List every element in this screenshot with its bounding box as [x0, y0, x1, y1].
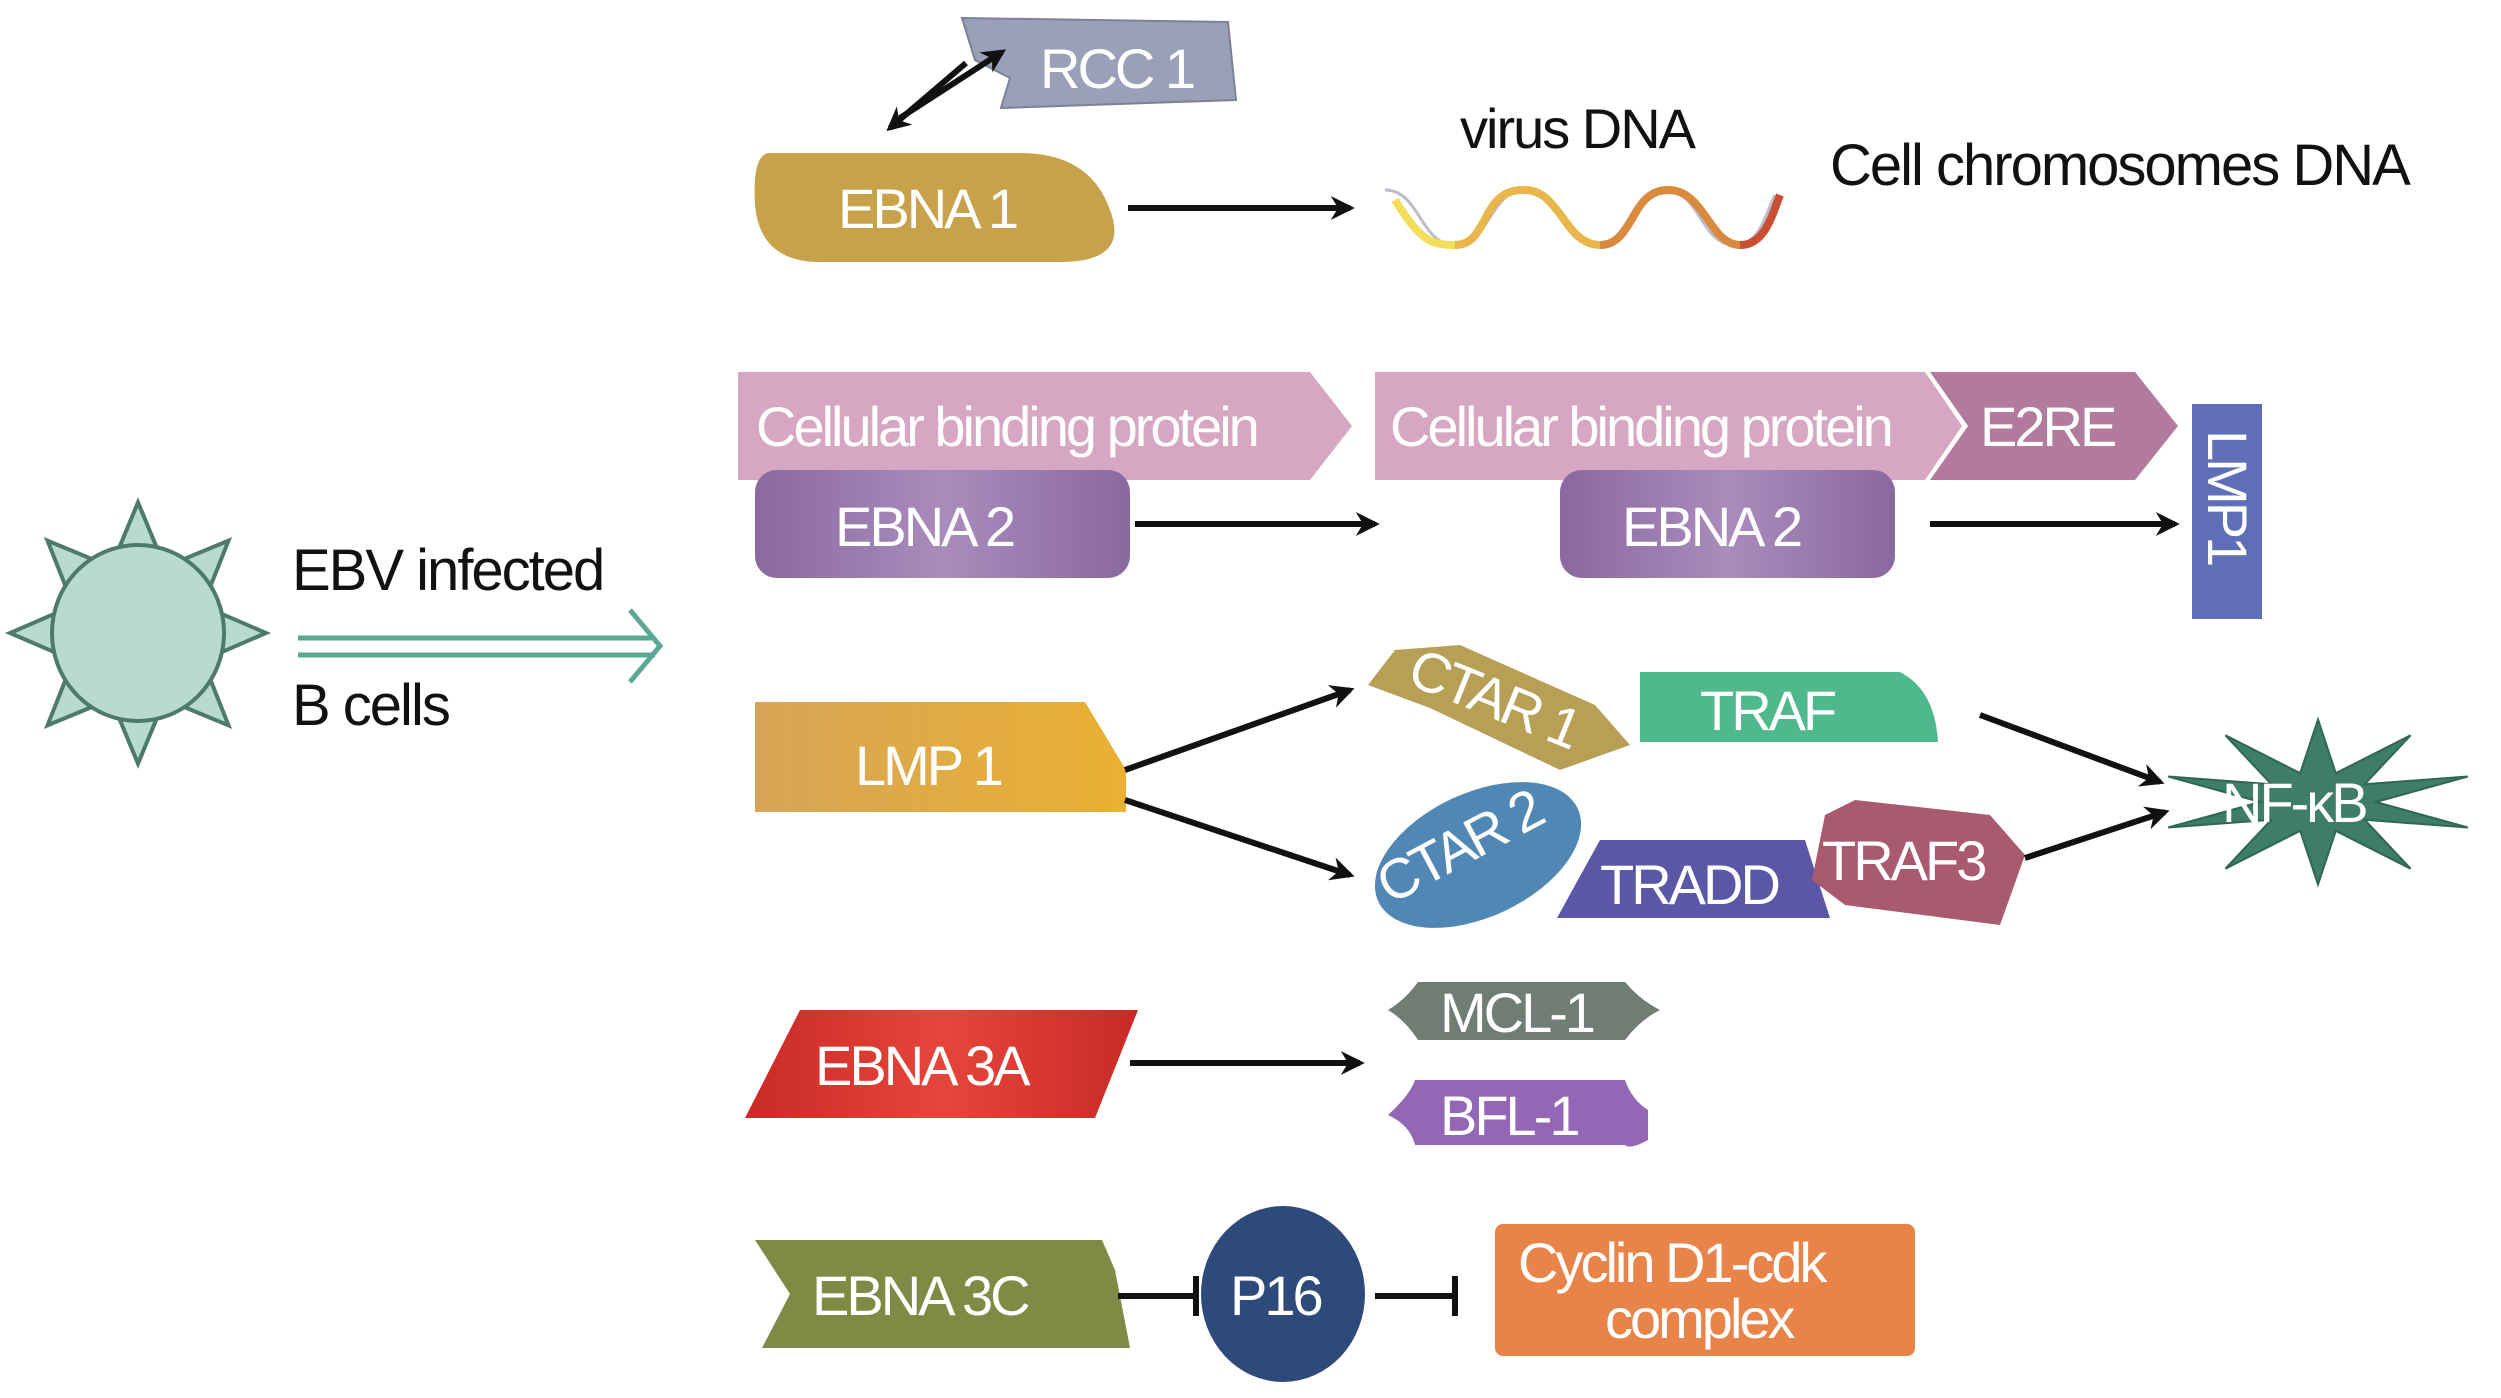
- e2re-node: E2RE: [1930, 372, 2178, 480]
- svg-text:Cellular binding protein: Cellular binding protein: [1390, 395, 1891, 458]
- svg-text:P16: P16: [1230, 1264, 1321, 1327]
- ctar2-node: CTAR 2: [1366, 776, 1582, 928]
- svg-text:EBNA 1: EBNA 1: [838, 177, 1017, 240]
- svg-text:Cellular binding protein: Cellular binding protein: [756, 395, 1257, 458]
- arrow-traf-to-nfkb: [1978, 712, 2165, 787]
- svg-text:complex: complex: [1605, 1287, 1796, 1350]
- lmp1-target-node: LMP1: [2192, 404, 2262, 619]
- arrow-traf3-to-nfkb: [2024, 806, 2170, 861]
- ebv-infected-label: EBV infected: [292, 538, 603, 603]
- svg-text:TRAF: TRAF: [1700, 679, 1835, 742]
- arrow-rcc1-to-ebna1: [886, 60, 968, 132]
- ebna2-node-1: EBNA 2: [755, 470, 1130, 578]
- rcc1-node: RCC 1: [960, 16, 1238, 110]
- ebna1-node: EBNA 1: [754, 153, 1115, 262]
- svg-text:EBNA 3C: EBNA 3C: [812, 1264, 1029, 1327]
- cyclin-d1-cdk-complex-node: Cyclin D1-cdk complex: [1495, 1224, 1915, 1356]
- ebna3c-node: EBNA 3C: [755, 1240, 1130, 1348]
- cellular-binding-protein-node-2: Cellular binding protein: [1375, 372, 1962, 480]
- cell-chromosomes-dna-label: Cell chromosomes DNA: [1830, 133, 2411, 198]
- svg-text:LMP 1: LMP 1: [855, 734, 1002, 797]
- infected-b-cell-icon: [4, 497, 272, 769]
- svg-text:EBNA 3A: EBNA 3A: [815, 1034, 1031, 1097]
- svg-text:EBNA 2: EBNA 2: [1622, 495, 1801, 558]
- svg-text:TRADD: TRADD: [1600, 853, 1778, 916]
- b-cells-label: B cells: [292, 673, 449, 738]
- inhibit-p16-to-cyclin: [1375, 1276, 1458, 1316]
- inhibit-ebna3c-to-p16: [1118, 1276, 1199, 1316]
- ebna2-node-2: EBNA 2: [1560, 470, 1895, 578]
- arrow-lmp1-to-ctar1: [1123, 685, 1355, 773]
- lmp1-node: LMP 1: [755, 702, 1126, 812]
- svg-text:NF-κB: NF-κB: [2222, 771, 2366, 834]
- traf-node: TRAF: [1640, 672, 1938, 742]
- ctar1-node: CTAR 1: [1368, 636, 1630, 770]
- tradd-node: TRADD: [1557, 840, 1830, 918]
- svg-text:TRAF3: TRAF3: [1822, 829, 1985, 892]
- svg-text:Cyclin D1-cdk: Cyclin D1-cdk: [1518, 1231, 1828, 1294]
- virus-dna-label: virus DNA: [1460, 97, 1697, 160]
- svg-text:E2RE: E2RE: [1980, 395, 2115, 458]
- cellular-binding-protein-node-1: Cellular binding protein: [738, 372, 1352, 480]
- nfkb-node: NF-κB: [2167, 716, 2469, 888]
- svg-text:EBNA 2: EBNA 2: [835, 495, 1014, 558]
- bfl1-node: BFL-1: [1388, 1080, 1648, 1147]
- p16-node: P16: [1201, 1206, 1365, 1382]
- traf3-node: TRAF3: [1812, 800, 2025, 925]
- svg-text:BFL-1: BFL-1: [1440, 1084, 1578, 1147]
- mcl1-node: MCL-1: [1388, 981, 1660, 1044]
- ebna3a-node: EBNA 3A: [745, 1010, 1138, 1118]
- arrow-lmp1-to-ctar2: [1124, 797, 1355, 881]
- infection-arrow: [298, 608, 664, 684]
- svg-text:LMP1: LMP1: [2196, 430, 2259, 565]
- svg-text:RCC 1: RCC 1: [1040, 37, 1194, 100]
- dna-helix-icon: [1384, 185, 1784, 249]
- svg-text:CTAR 1: CTAR 1: [1401, 636, 1589, 761]
- svg-text:MCL-1: MCL-1: [1440, 981, 1594, 1044]
